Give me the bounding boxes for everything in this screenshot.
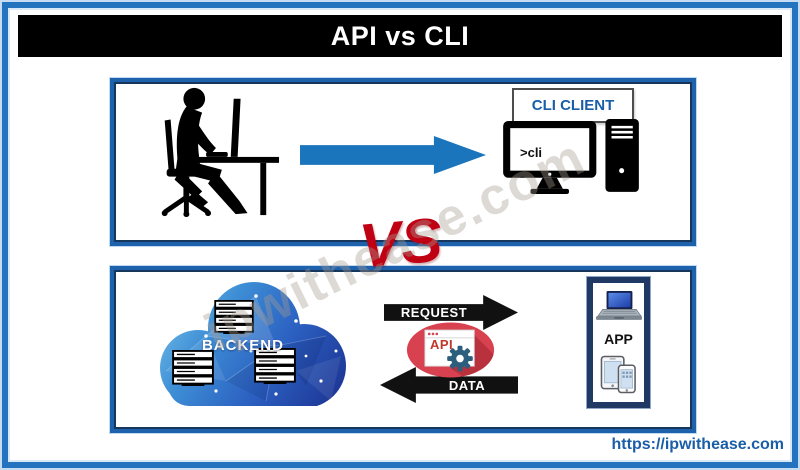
tablet-phone-icon — [600, 355, 636, 394]
laptop-icon — [595, 290, 642, 320]
site-url-link[interactable]: https://ipwithease.com — [611, 436, 784, 453]
desktop-computer-icon — [503, 119, 639, 194]
server-icon — [214, 300, 254, 334]
backend-cloud: BACKEND — [146, 276, 348, 408]
title-bar: API vs CLI — [18, 15, 782, 57]
cli-computer: >cli — [502, 118, 640, 197]
page-title: API vs CLI — [330, 20, 470, 51]
server-icon — [172, 350, 214, 386]
person-at-desk-icon — [161, 87, 280, 218]
cli-screen-text: >cli — [520, 145, 543, 160]
api-gear-icon — [447, 345, 473, 372]
app-frame: APP — [587, 277, 650, 408]
server-icon — [254, 348, 296, 384]
request-label: REQUEST — [400, 305, 468, 320]
cli-client-label: CLI CLIENT — [531, 97, 615, 114]
api-label: API — [430, 337, 454, 352]
app-label: APP — [604, 330, 633, 347]
cloud-icon — [160, 282, 346, 408]
vs-label: VS — [356, 205, 445, 282]
backend-label: BACKEND — [201, 337, 284, 355]
data-label: DATA — [448, 377, 486, 393]
api-window-icon — [406, 322, 495, 378]
api-badge: API — [406, 321, 496, 379]
